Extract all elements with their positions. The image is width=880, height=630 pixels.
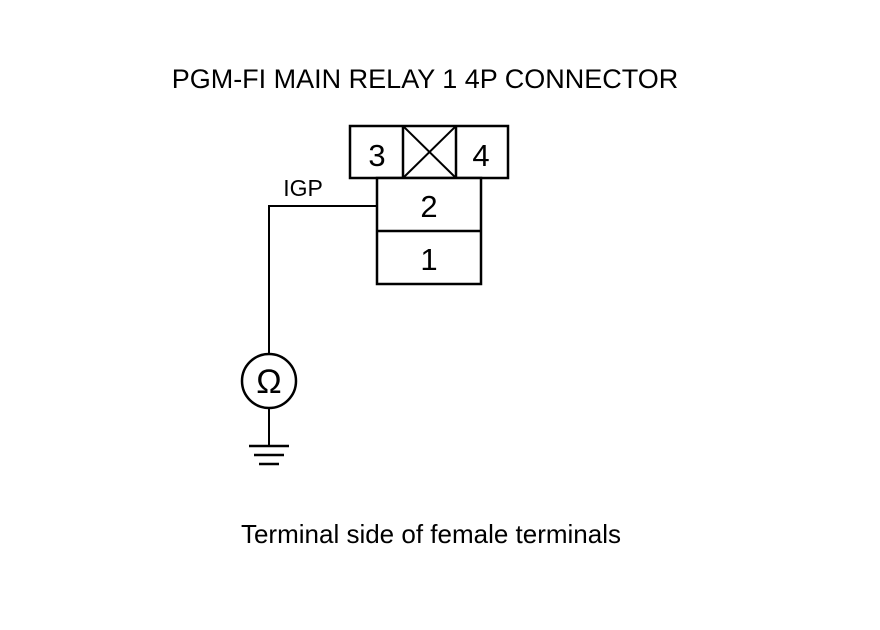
pin-1-label: 1 bbox=[420, 242, 437, 277]
diagram-title: PGM-FI MAIN RELAY 1 4P CONNECTOR bbox=[172, 64, 679, 94]
test-lead-wire bbox=[268, 205, 377, 446]
pin-3-label: 3 bbox=[368, 138, 385, 173]
diagram-caption: Terminal side of female terminals bbox=[241, 519, 621, 549]
blocked-cavity-icon bbox=[402, 125, 457, 179]
pin-2-label: 2 bbox=[420, 189, 437, 224]
pin-4-label: 4 bbox=[472, 138, 489, 173]
ground-icon bbox=[249, 444, 289, 466]
connector-top-row: 3 4 bbox=[348, 124, 510, 180]
wire-label-igp: IGP bbox=[283, 175, 323, 201]
connector-lower-body: 2 1 bbox=[375, 176, 483, 286]
ohmmeter-icon: Ω bbox=[240, 352, 298, 410]
ohmmeter-symbol: Ω bbox=[256, 363, 281, 401]
